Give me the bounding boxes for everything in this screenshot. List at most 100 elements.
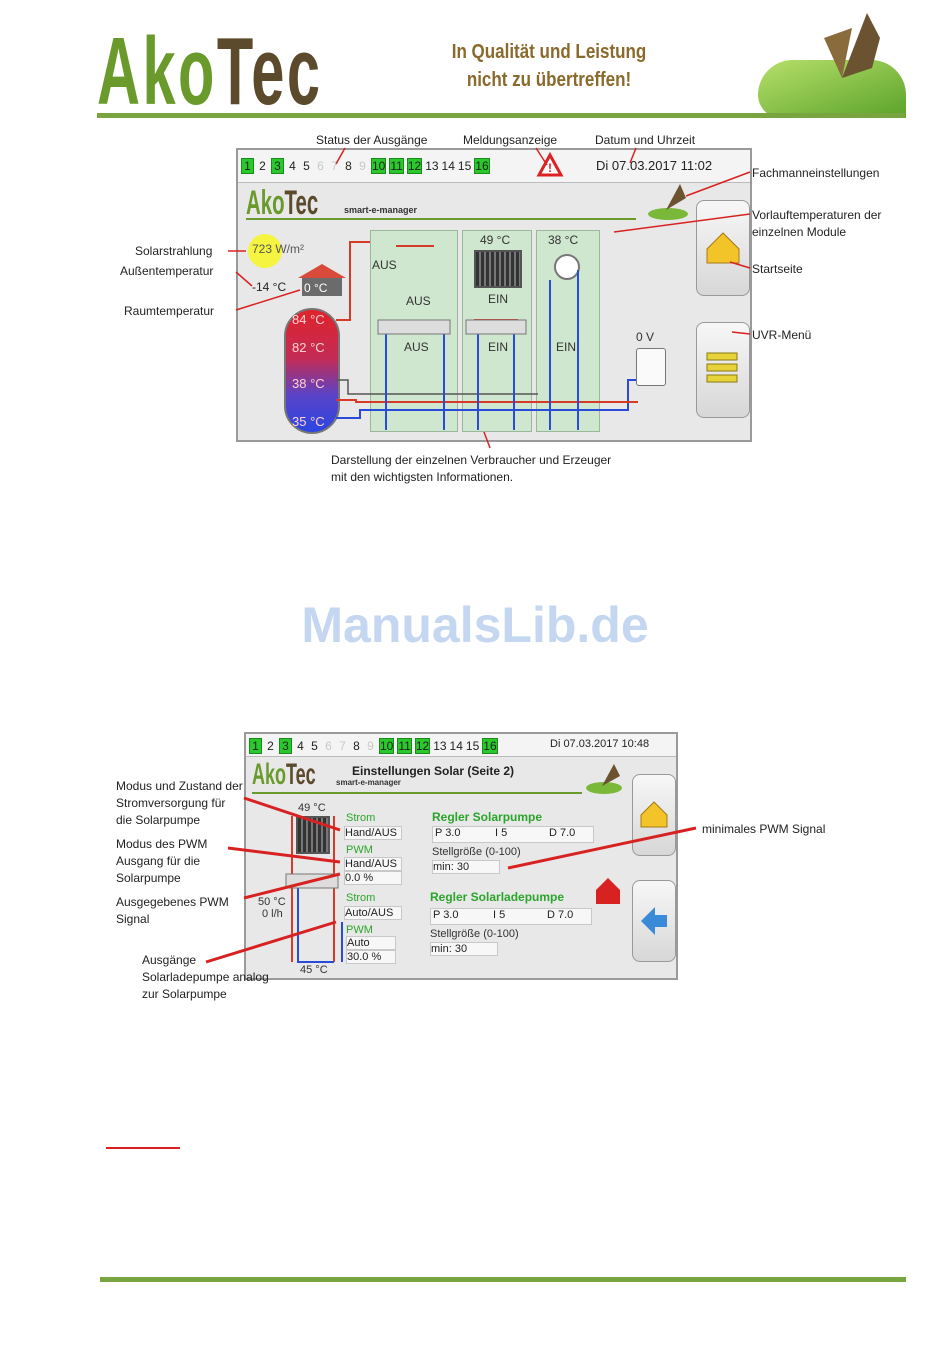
output-12: 12 (406, 158, 423, 174)
strom2-label: Strom (346, 892, 376, 904)
output-13: 13 (425, 159, 439, 173)
output-14: 14 (449, 739, 463, 753)
pwm2-value[interactable]: 30.0 % (346, 950, 396, 964)
regler1-d: D 7.0 (549, 827, 576, 839)
annotation-status: Status der Ausgänge (316, 133, 428, 147)
pwm2-mode[interactable]: Auto (346, 936, 396, 950)
room-temp: 0 °C (304, 281, 328, 295)
solar-collector-icon (474, 250, 522, 288)
home-button[interactable] (696, 200, 750, 296)
output-11: 11 (397, 738, 412, 754)
outside-temp: -14 °C (252, 280, 287, 294)
annotation-modus-strom: Modus und Zustand der Stromversorgung fü… (116, 779, 243, 827)
annotation-fachmann: Fachmanneinstellungen (752, 166, 880, 180)
footer-rule (100, 1277, 906, 1282)
home-button-2[interactable] (632, 774, 676, 856)
regler2-pid[interactable]: P 3.0 I 5 D 7.0 (430, 908, 592, 925)
output-1: 1 (241, 158, 254, 174)
annotation-aussentemp: Außentemperatur (120, 264, 214, 278)
header-rule (97, 113, 905, 118)
svg-text:!: ! (548, 161, 552, 175)
regler2-i: I 5 (493, 909, 506, 921)
annotation-ausgaenge: Ausgänge Solarladepumpe analog zur Solar… (142, 953, 269, 1001)
butterfly-icon-2[interactable] (586, 760, 622, 794)
output-10: 10 (379, 738, 395, 754)
strom1-value[interactable]: Hand/AUS (344, 826, 402, 840)
house-icon (298, 264, 346, 296)
label-ein-1: EIN (488, 292, 509, 306)
house-up-icon[interactable] (596, 878, 620, 904)
annotation-raumtemp: Raumtemperatur (124, 304, 215, 318)
annotation-vorlauf: Vorlauftemperaturen der einzelnen Module (752, 208, 882, 239)
output-6: 6 (317, 159, 324, 173)
fachmann-butterfly-icon[interactable] (648, 180, 688, 220)
pwm1-mode[interactable]: Hand/AUS (344, 857, 402, 871)
output-16: 16 (482, 738, 498, 754)
mini-logo: AkoTec (246, 184, 319, 222)
output-11: 11 (389, 158, 404, 174)
output-4: 4 (297, 739, 304, 753)
flow: 0 l/h (262, 908, 283, 920)
watermark: ManualsLib.de (301, 597, 649, 653)
label-ein-3: EIN (556, 340, 577, 354)
temp-top: 49 °C (298, 802, 326, 814)
warning-icon[interactable]: ! (536, 151, 564, 177)
tank-temp-3: 38 °C (292, 376, 325, 391)
output-1: 1 (249, 738, 262, 754)
label-ein-2: EIN (488, 340, 509, 354)
regler2-d: D 7.0 (547, 909, 574, 921)
annotation-meldung: Meldungsanzeige (463, 133, 558, 147)
pwm2-label: PWM (346, 924, 373, 936)
output-2: 2 (259, 159, 266, 173)
output-9: 9 (359, 159, 366, 173)
solar-radiation: 723 W/m² (252, 242, 305, 256)
mini-logo-2: AkoTec (252, 758, 316, 791)
output-8: 8 (353, 739, 360, 753)
output-7: 7 (331, 159, 338, 173)
output-7: 7 (339, 739, 346, 753)
regler1-min[interactable]: min: 30 (432, 860, 500, 874)
mini-subtitle: smart-e-manager (344, 205, 418, 215)
page-title: Einstellungen Solar (Seite 2) (352, 764, 515, 778)
regler1-p: P 3.0 (435, 827, 461, 839)
output-9: 9 (367, 739, 374, 753)
uvr-menu-button[interactable] (696, 322, 750, 418)
pwm1-value[interactable]: 0.0 % (344, 871, 402, 885)
tank-temp-2: 82 °C (292, 340, 325, 355)
label-aus-2: AUS (406, 294, 431, 308)
circuit-gauge-icon (554, 254, 580, 280)
output-10: 10 (371, 158, 387, 174)
label-aus-3: AUS (404, 340, 429, 354)
annotation-solarstrahlung: Solarstrahlung (135, 244, 213, 258)
footnote-rule (106, 1147, 180, 1149)
tank-temp-4: 35 °C (292, 414, 325, 429)
butterfly-icon (812, 8, 882, 88)
output-5: 5 (311, 739, 318, 753)
pipe-diagram (336, 241, 638, 430)
output-3: 3 (271, 158, 284, 174)
back-button[interactable] (632, 880, 676, 962)
boiler-icon (636, 348, 666, 386)
datetime: Di 07.03.2017 11:02 (596, 158, 713, 173)
output-12: 12 (414, 738, 431, 754)
label-aus-1: AUS (372, 258, 397, 272)
annotation-modus-pwm: Modus des PWM Ausgang für die Solarpumpe (116, 837, 208, 885)
output-6: 6 (325, 739, 332, 753)
mini-rule-2 (252, 792, 582, 794)
leaf-graphic (758, 60, 906, 118)
tank-temp-1: 84 °C (292, 312, 325, 327)
regler2-min[interactable]: min: 30 (430, 942, 498, 956)
strom2-value[interactable]: Auto/AUS (344, 906, 402, 920)
temp-left: 50 °C (258, 896, 286, 908)
output-2: 2 (267, 739, 274, 753)
annotation-datum: Datum und Uhrzeit (595, 133, 696, 147)
storage-tank (284, 308, 340, 434)
regler1-pid[interactable]: P 3.0 I 5 D 7.0 (432, 826, 594, 843)
output-13: 13 (433, 739, 447, 753)
module-circuit-temp: 38 °C (548, 233, 579, 247)
